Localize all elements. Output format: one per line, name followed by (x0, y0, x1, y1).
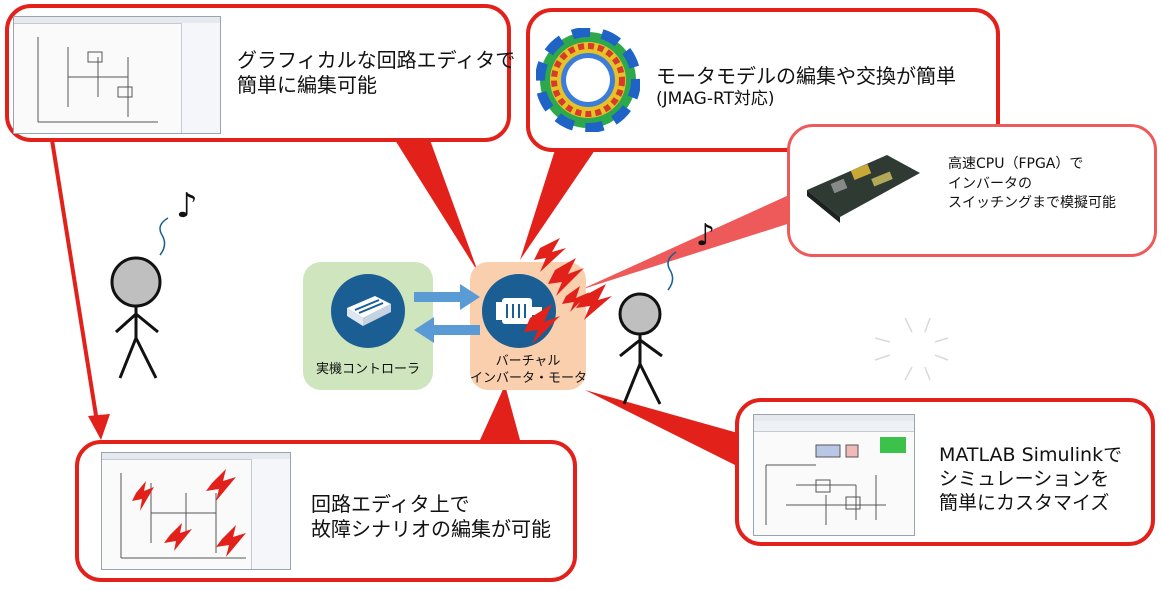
motor-bubble-tail (520, 150, 595, 260)
music-note-left: ♪ (176, 186, 198, 226)
fpga-board-image (807, 155, 920, 223)
right-person-figure (618, 292, 663, 405)
blue-arrow-left (414, 317, 480, 343)
music-note-right: ♪ (696, 218, 716, 253)
real-controller-box: 実機コントローラ (303, 262, 433, 390)
motor-model-text-line1: モータモデルの編集や交換が簡単 (656, 64, 956, 88)
lightning-bolts (524, 238, 612, 344)
motor-model-text-line2: (JMAG-RT対応) (656, 89, 775, 109)
fault-text-line2: 故障シナリオの編集が可能 (311, 517, 551, 541)
virtual-label-line1: バーチャル (495, 354, 561, 369)
controller-icon (331, 274, 405, 348)
matlab-bubble-tail (585, 390, 745, 470)
fault-bubble: 回路エディタ上で 故障シナリオの編集が可能 (75, 440, 577, 582)
simulink-screenshot (753, 414, 915, 536)
editor-text-line2: 簡単に編集可能 (237, 73, 377, 97)
right-squiggle (667, 251, 677, 291)
blue-arrow-right (414, 284, 480, 310)
cpu-bubble: 高速CPU（FPGA）で インバータの スイッチングまで模擬可能 (787, 124, 1157, 257)
left-squiggle (159, 217, 169, 256)
motor-icon (482, 274, 556, 348)
matlab-text-line1: MATLAB Simulinkで (939, 444, 1123, 466)
cpu-text-line3: スイッチングまで模擬可能 (948, 195, 1116, 212)
editor-bubble: グラフィカルな回路エディタで 簡単に編集可能 (5, 4, 515, 142)
fault-bubble-tail (480, 385, 520, 440)
cpu-text-line2: インバータの (948, 175, 1032, 192)
fault-editor-screenshot (101, 452, 291, 570)
editor-bubble-tail (395, 140, 478, 272)
editor-to-fault-arrowhead (88, 414, 110, 440)
matlab-text-line3: 簡単にカスタマイズ (939, 491, 1110, 514)
burst-lines (874, 317, 949, 381)
circuit-editor-screenshot (13, 16, 221, 134)
virtual-label-line2: インバータ・モータ (470, 370, 588, 386)
controller-label: 実機コントローラ (315, 362, 420, 377)
fault-text-line1: 回路エディタ上で (311, 492, 470, 516)
matlab-bubble: MATLAB Simulinkで シミュレーションを 簡単にカスタマイズ (735, 398, 1155, 546)
matlab-text-line2: シミュレーションを (939, 467, 1110, 490)
editor-text-line1: グラフィカルな回路エディタで (237, 48, 516, 72)
left-person-figure (110, 256, 162, 379)
motor-fem-image (536, 28, 640, 132)
editor-to-fault-arrow (50, 139, 100, 429)
cpu-bubble-tail (580, 190, 800, 290)
cpu-text-line1: 高速CPU（FPGA）で (948, 156, 1084, 172)
